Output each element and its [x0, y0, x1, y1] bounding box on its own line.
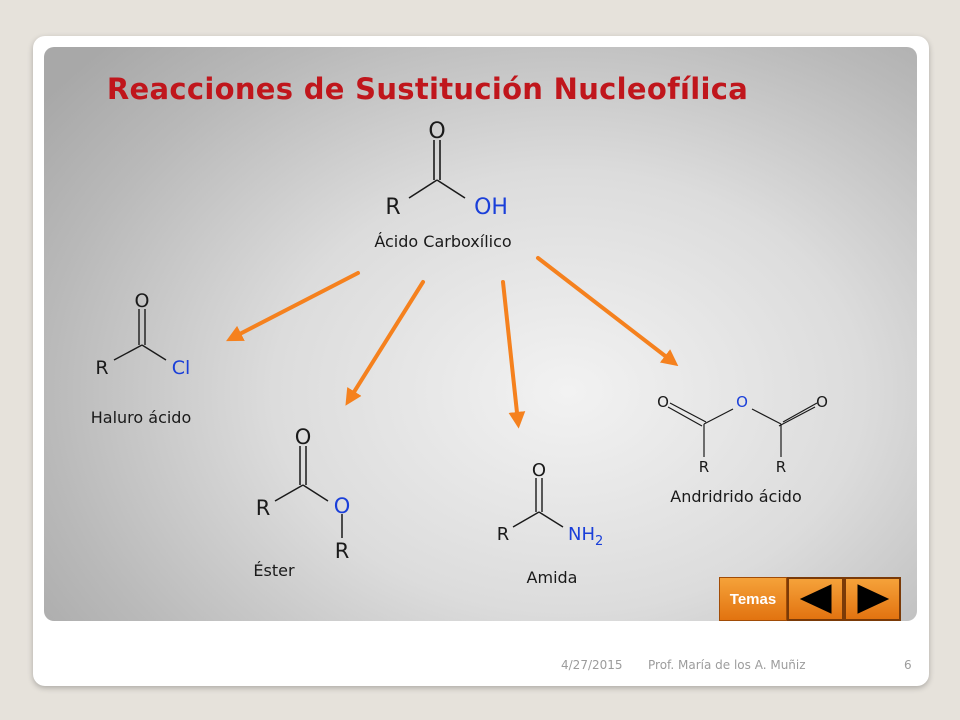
footer-author: Prof. María de los A. Muñiz [648, 658, 806, 672]
label-ester: Éster [253, 561, 295, 580]
atom-r-left: R [699, 458, 709, 476]
triangle-left-icon [799, 584, 831, 614]
atom-nh: NH2 [568, 524, 603, 549]
triangle-right-icon [857, 584, 889, 614]
bond-c-oh [436, 179, 466, 199]
atom-o: O [532, 460, 546, 481]
arrow-to-amide [501, 280, 526, 429]
atom-r: R [385, 195, 400, 220]
footer-page-number: 6 [904, 658, 912, 672]
atom-o-right: O [816, 393, 828, 411]
slide-content: Reacciones de Sustitución Nucleofílica [44, 47, 917, 621]
atom-o-left: O [657, 393, 669, 411]
temas-button[interactable]: Temas [719, 577, 787, 621]
atom-o: O [428, 119, 445, 144]
navigation-buttons: Temas [719, 577, 901, 621]
label-carboxylic-acid: Ácido Carboxílico [374, 232, 511, 251]
atom-cl: Cl [172, 357, 191, 379]
atom-o-bridge: O [736, 393, 748, 411]
atom-nh-text: NH [568, 524, 595, 545]
label-acyl-halide: Haluro ácido [91, 408, 192, 427]
previous-slide-button[interactable] [787, 577, 844, 621]
atom-o: O [135, 290, 150, 312]
atom-r2: R [335, 539, 350, 563]
atom-oh: OH [474, 195, 508, 220]
arrow-to-anhydride [536, 256, 679, 367]
label-amide: Amida [527, 568, 578, 587]
amide-structure [512, 478, 564, 528]
atom-nh-subscript: 2 [595, 534, 603, 549]
next-slide-button[interactable] [844, 577, 901, 621]
arrow-to-acyl-halide [226, 271, 360, 342]
atom-o: O [295, 425, 312, 449]
atom-r-right: R [776, 458, 786, 476]
label-anhydride: Andridrido ácido [670, 487, 801, 506]
atom-r: R [497, 524, 510, 545]
atom-r: R [256, 496, 271, 520]
ester-structure [274, 446, 343, 538]
slide-title: Reacciones de Sustitución Nucleofílica [106, 72, 749, 106]
atom-o-link: O [334, 494, 351, 518]
acyl-halide-structure [113, 309, 167, 361]
footer-date: 4/27/2015 [561, 658, 623, 672]
bond-r-c [408, 179, 438, 199]
anhydride-structure [667, 402, 818, 457]
atom-r: R [95, 357, 108, 379]
arrow-to-ester [345, 280, 425, 406]
carboxylic-acid-structure [408, 140, 466, 199]
